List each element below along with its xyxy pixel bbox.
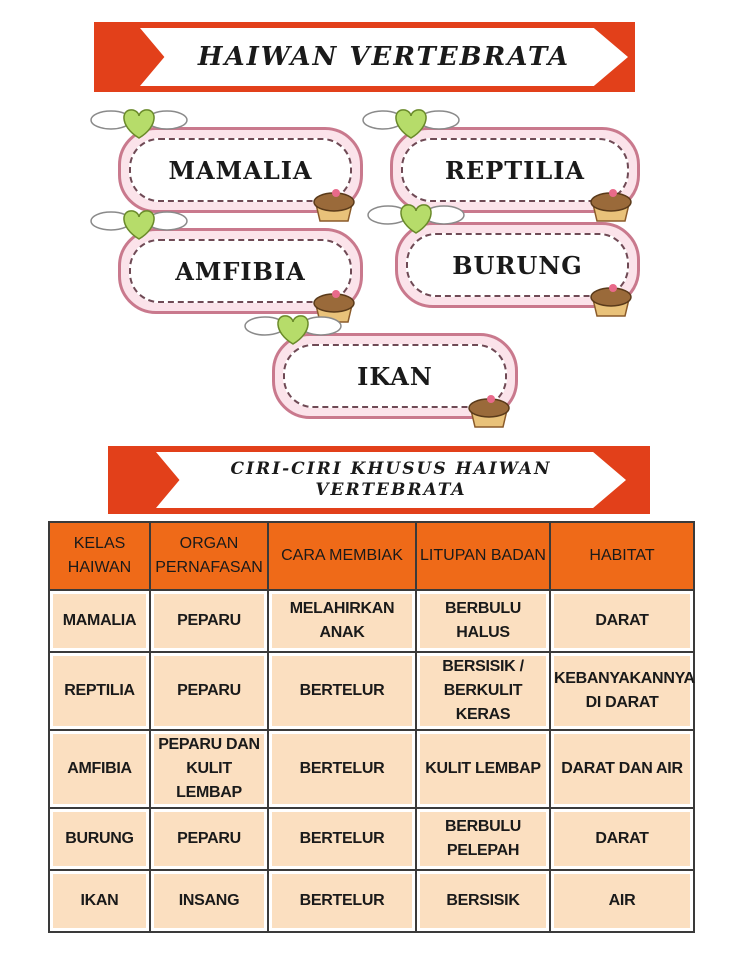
table-cell: BERBULU HALUS bbox=[415, 589, 551, 653]
heart-wings-icon bbox=[367, 204, 465, 234]
table-cell: PEPARU DAN KULIT LEMBAP bbox=[149, 729, 269, 809]
cupcake-icon bbox=[468, 395, 510, 428]
heart-wings-icon bbox=[90, 210, 188, 240]
class-label: BURUNG bbox=[452, 250, 583, 280]
class-label: MAMALIA bbox=[168, 155, 313, 185]
table-cell: MELAHIRKAN ANAK bbox=[267, 589, 417, 653]
title-banner-inner: HAIWAN VERTEBRATA bbox=[140, 28, 628, 86]
table-cell: BERTELUR bbox=[267, 651, 417, 731]
section-title: CIRI-CIRI KHUSUS HAIWAN VERTEBRATA bbox=[230, 458, 552, 500]
column-header: LITUPAN BADAN bbox=[415, 521, 551, 591]
table-cell: INSANG bbox=[149, 869, 269, 933]
table-cell: AMFIBIA bbox=[48, 729, 151, 809]
cupcake-icon bbox=[313, 189, 355, 222]
table-cell: BERSISIK / BERKULIT KERAS bbox=[415, 651, 551, 731]
table-cell: BERTELUR bbox=[267, 869, 417, 933]
class-card-ikan: IKAN bbox=[244, 315, 518, 428]
heart-wings-icon bbox=[362, 109, 460, 139]
table-row: IKAN INSANG BERTELUR BERSISIK AIR bbox=[48, 869, 695, 933]
cupcake-icon bbox=[590, 189, 632, 222]
table-cell: PEPARU bbox=[149, 589, 269, 653]
table-row: REPTILIA PEPARU BERTELUR BERSISIK / BERK… bbox=[48, 651, 695, 731]
subtitle-banner-inner: CIRI-CIRI KHUSUS HAIWAN VERTEBRATA bbox=[156, 452, 626, 508]
class-label: REPTILIA bbox=[444, 155, 586, 185]
class-card-reptilia: REPTILIA bbox=[362, 109, 640, 222]
card-frame: MAMALIA bbox=[129, 138, 352, 202]
table-cell: DARAT DAN AIR bbox=[549, 729, 695, 809]
card-frame: AMFIBIA bbox=[129, 239, 352, 303]
table-cell: KULIT LEMBAP bbox=[415, 729, 551, 809]
table-cell: BERBULU PELEPAH bbox=[415, 807, 551, 871]
cupcake-icon bbox=[590, 284, 632, 317]
table-cell: MAMALIA bbox=[48, 589, 151, 653]
class-label: IKAN bbox=[357, 361, 433, 391]
subtitle-banner: CIRI-CIRI KHUSUS HAIWAN VERTEBRATA bbox=[108, 446, 650, 514]
table-row: MAMALIA PEPARU MELAHIRKAN ANAK BERBULU H… bbox=[48, 589, 695, 653]
class-card-burung: BURUNG bbox=[367, 204, 640, 317]
card-frame: IKAN bbox=[283, 344, 507, 408]
table-cell: DARAT bbox=[549, 589, 695, 653]
table-row: AMFIBIA PEPARU DAN KULIT LEMBAP BERTELUR… bbox=[48, 729, 695, 809]
table-row: BURUNG PEPARU BERTELUR BERBULU PELEPAH D… bbox=[48, 807, 695, 871]
table-cell: REPTILIA bbox=[48, 651, 151, 731]
page-title: HAIWAN VERTEBRATA bbox=[197, 41, 571, 72]
column-header: KELAS HAIWAN bbox=[48, 521, 151, 591]
table-cell: DARAT bbox=[549, 807, 695, 871]
class-card-mamalia: MAMALIA bbox=[90, 109, 363, 222]
heart-wings-icon bbox=[90, 109, 188, 139]
table-cell: BURUNG bbox=[48, 807, 151, 871]
table-cell: BERSISIK bbox=[415, 869, 551, 933]
class-label: AMFIBIA bbox=[175, 256, 306, 286]
column-header: CARA MEMBIAK bbox=[267, 521, 417, 591]
table-cell: BERTELUR bbox=[267, 729, 417, 809]
card-frame: REPTILIA bbox=[401, 138, 629, 202]
column-header: HABITAT bbox=[549, 521, 695, 591]
table-cell: IKAN bbox=[48, 869, 151, 933]
column-header: ORGAN PERNAFASAN bbox=[149, 521, 269, 591]
class-card-amfibia: AMFIBIA bbox=[90, 210, 363, 323]
table-cell: AIR bbox=[549, 869, 695, 933]
heart-wings-icon bbox=[244, 315, 342, 345]
table-cell: PEPARU bbox=[149, 807, 269, 871]
characteristics-table: KELAS HAIWAN ORGAN PERNAFASAN CARA MEMBI… bbox=[48, 521, 695, 933]
table-cell: PEPARU bbox=[149, 651, 269, 731]
title-banner: HAIWAN VERTEBRATA bbox=[94, 22, 635, 92]
table-cell: BERTELUR bbox=[267, 807, 417, 871]
card-frame: BURUNG bbox=[406, 233, 629, 297]
table-cell: KEBANYAKANNYA DI DARAT bbox=[549, 651, 695, 731]
table-header-row: KELAS HAIWAN ORGAN PERNAFASAN CARA MEMBI… bbox=[48, 521, 695, 591]
